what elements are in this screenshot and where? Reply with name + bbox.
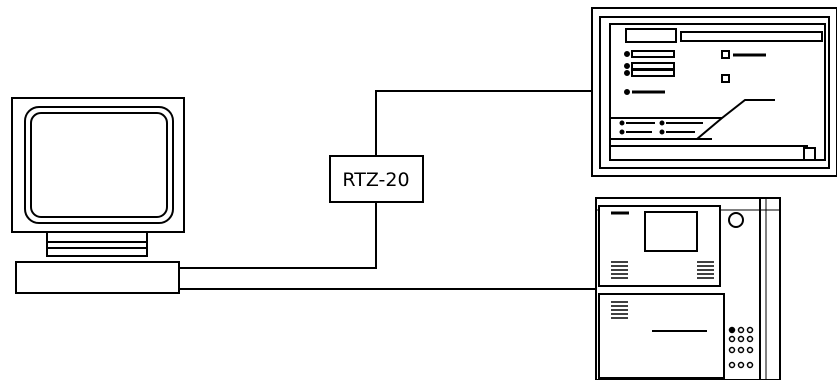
cabinet-upper-module [599, 206, 720, 286]
monitor-stand [47, 232, 147, 256]
cabinet-lower-module [599, 294, 724, 378]
cabinet-screen [645, 212, 697, 251]
equipment-cabinet [596, 198, 780, 380]
cable-converter-to-panel [376, 91, 592, 156]
rtz-converter: RTZ-20 [330, 156, 423, 202]
panel-display-small [626, 29, 676, 42]
panel-corner-button [804, 148, 815, 160]
cable-computer-to-converter [179, 202, 376, 268]
computer-base-unit [16, 262, 179, 293]
control-panel [592, 8, 837, 176]
panel-display-wide [681, 32, 822, 41]
computer [12, 98, 184, 293]
cabinet-knob [729, 213, 743, 227]
monitor [12, 98, 184, 232]
converter-label: RTZ-20 [342, 169, 409, 191]
